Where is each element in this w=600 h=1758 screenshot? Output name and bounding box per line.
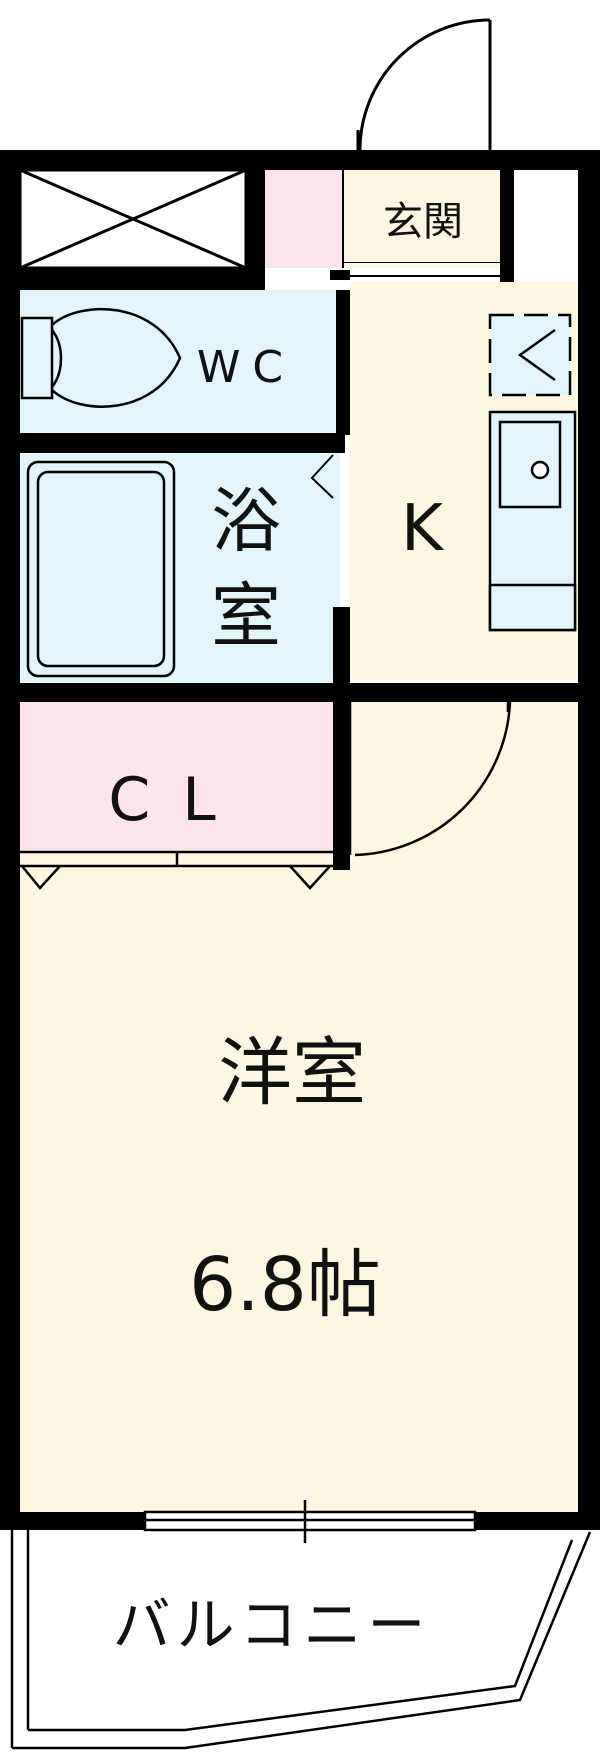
bath-fill xyxy=(20,453,340,683)
bath-label-char-1: 浴 xyxy=(211,480,281,562)
wc-label: WC xyxy=(197,342,295,393)
closet-fill-top xyxy=(265,170,343,268)
genkan-label: 玄関 xyxy=(383,199,463,245)
balcony-outline xyxy=(10,1530,592,1750)
western-room-label: 洋室 xyxy=(218,1030,366,1116)
bathtub-fixture xyxy=(26,460,176,678)
entrance-door xyxy=(356,18,492,160)
balcony-window xyxy=(143,1500,477,1543)
fridge-space xyxy=(488,313,572,397)
room-size-label: 6.8帖 xyxy=(189,1242,381,1328)
entrance-fill-under xyxy=(343,170,500,262)
closet-label: CL xyxy=(108,765,247,835)
closet-doors xyxy=(20,850,333,890)
room-door xyxy=(348,690,512,857)
bath-door xyxy=(310,454,334,499)
toilet-fixture xyxy=(20,307,182,408)
sink-counter xyxy=(488,410,577,632)
kitchen-label: K xyxy=(401,492,445,566)
bath-label-char-2: 室 xyxy=(211,575,281,657)
closet-fill-over xyxy=(20,702,340,850)
fridge-chevron xyxy=(517,328,556,382)
storage-x-box xyxy=(18,168,248,270)
balcony-label: バルコニー xyxy=(113,1591,432,1659)
